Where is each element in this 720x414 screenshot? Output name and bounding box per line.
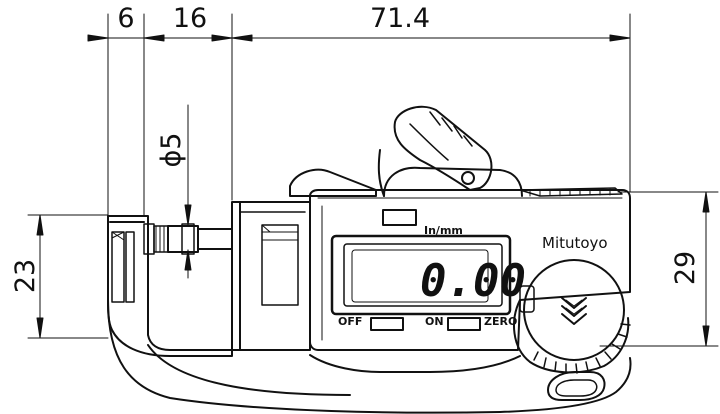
lcd-inner	[343, 243, 503, 307]
dimension-labels: 6 16 71.4 ϕ5 23 29	[10, 3, 701, 293]
dim-top-middle: 16	[173, 3, 207, 34]
display-housing	[309, 189, 631, 351]
off-label: OFF	[338, 315, 362, 328]
on-label: ON	[425, 315, 444, 328]
oval-hole	[547, 371, 606, 401]
dim-diameter: ϕ5	[156, 133, 187, 168]
brand-logo: Mitutoyo	[542, 234, 608, 252]
lcd-outer	[330, 234, 512, 316]
dim-top-left: 6	[117, 3, 134, 34]
unit-label: In/mm	[424, 224, 463, 237]
dim-top-right: 71.4	[370, 3, 430, 34]
off-button	[370, 317, 404, 331]
lever-pin	[461, 171, 475, 185]
chevron-down-icon	[565, 299, 583, 315]
zero-label: ZERO	[484, 315, 517, 328]
lever-arm	[393, 105, 493, 191]
gauge-body: In/mm 0.00 Mitutoyo OFF ON ZERO	[107, 105, 632, 414]
dim-left-height: 23	[10, 259, 41, 293]
spindle	[143, 223, 233, 255]
zero-button	[447, 317, 481, 331]
dimension-lines	[27, 13, 719, 347]
dim-right-height: 29	[670, 251, 701, 285]
lcd-reading: 0.00	[420, 256, 526, 307]
thumb-wheel	[513, 259, 631, 374]
top-button	[382, 209, 417, 226]
